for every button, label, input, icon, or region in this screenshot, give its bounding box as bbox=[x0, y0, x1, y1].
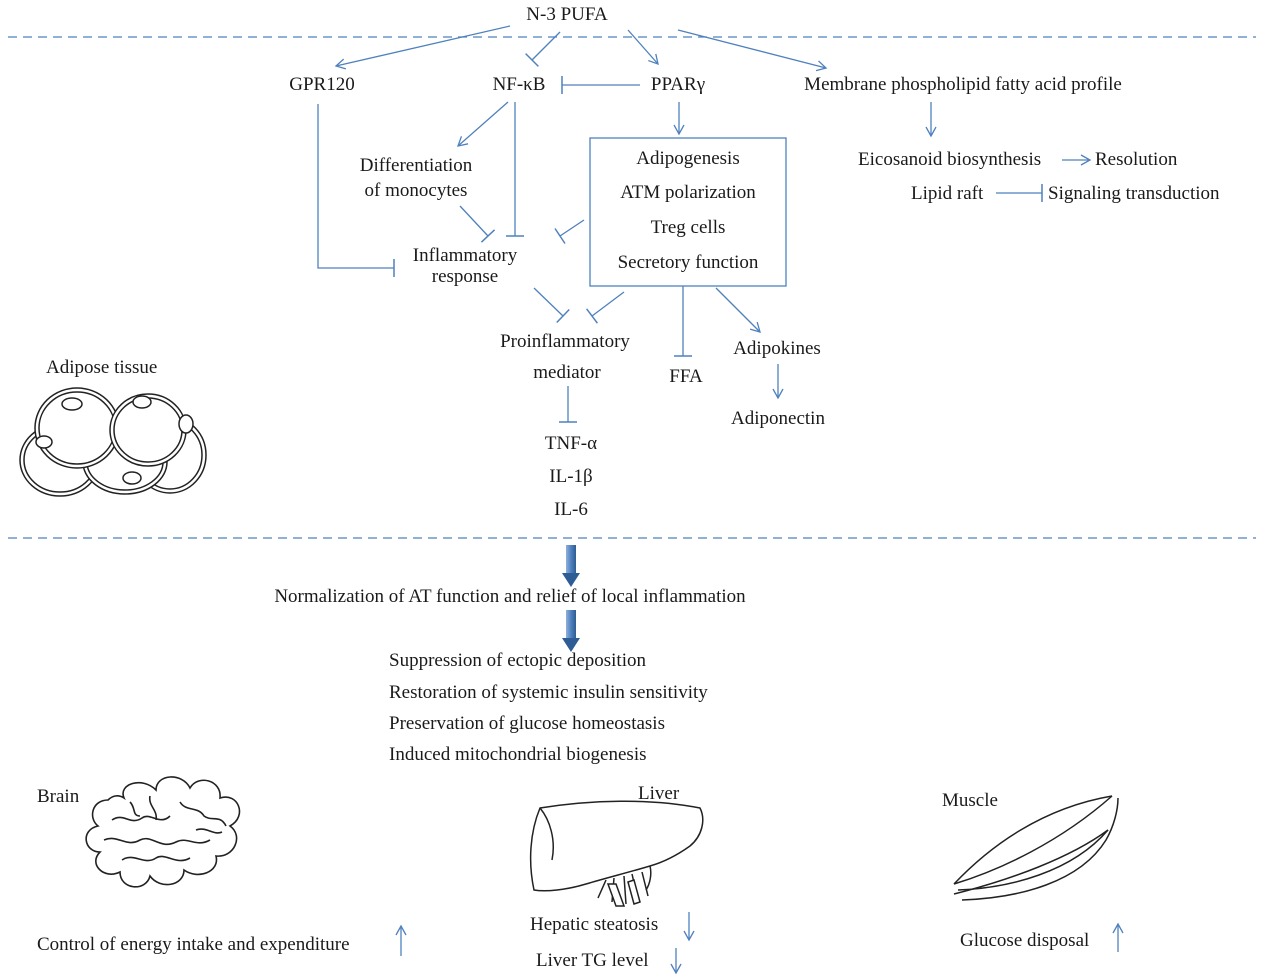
cytokine-il-6: IL-6 bbox=[554, 499, 588, 520]
ffa-label: FFA bbox=[669, 366, 703, 387]
brain-effect-label: Control of energy intake and expenditure bbox=[37, 934, 350, 955]
inhibit-inflammatory-to-proinflammatory bbox=[533, 287, 570, 323]
box-item-adipogenesis: Adipogenesis bbox=[636, 148, 740, 169]
inhibit-pufa-to-nfkb bbox=[525, 31, 561, 67]
arrow-pufa-to-gpr120 bbox=[334, 25, 511, 70]
arrow-box-to-adipokines bbox=[715, 287, 761, 333]
ppar-effects-box bbox=[589, 137, 787, 287]
big-arrow-to-effects bbox=[562, 610, 580, 652]
n3-pufa-label: N-3 PUFA bbox=[526, 4, 608, 25]
inhibit-box-to-inflammatory bbox=[554, 219, 585, 244]
gpr120-label: GPR120 bbox=[289, 74, 355, 95]
adiponectin-label: Adiponectin bbox=[731, 408, 825, 429]
muscle-label: Muscle bbox=[942, 790, 998, 811]
liver-drawing bbox=[529, 800, 704, 907]
membrane-label: Membrane phospholipid fatty acid profile bbox=[804, 74, 1122, 95]
effect-preservation: Preservation of glucose homeostasis bbox=[389, 713, 665, 734]
inhibit-gpr120-to-inflammatory bbox=[317, 104, 395, 277]
box-item-secretory-function: Secretory function bbox=[617, 252, 759, 273]
liver-tg-label: Liver TG level bbox=[536, 950, 649, 971]
inhibit-box-to-proinflammatory bbox=[586, 291, 625, 324]
glucose-disposal-label: Glucose disposal bbox=[960, 930, 1090, 951]
arrow-nfkb-to-differentiation bbox=[456, 101, 509, 147]
proinflammatory-label-line1: Proinflammatory bbox=[500, 331, 630, 352]
cytokine-il-1beta: IL-1β bbox=[549, 466, 593, 487]
adipose-tissue-label: Adipose tissue bbox=[46, 357, 158, 378]
ppar-label: PPARγ bbox=[650, 74, 706, 95]
inflammatory-label-line1: Inflammatory bbox=[412, 245, 518, 266]
effect-suppression: Suppression of ectopic deposition bbox=[389, 650, 646, 671]
hepatic-steatosis-label: Hepatic steatosis bbox=[530, 914, 659, 935]
effect-mitochondrial: Induced mitochondrial biogenesis bbox=[389, 744, 647, 765]
eicosanoid-label: Eicosanoid biosynthesis bbox=[858, 149, 1042, 170]
adipose-tissue-drawing bbox=[19, 387, 207, 497]
inhibit-differentiation-to-inflammatory bbox=[459, 205, 496, 243]
arrow-pufa-to-ppar bbox=[627, 29, 659, 66]
brain-label: Brain bbox=[37, 786, 80, 807]
resolution-label: Resolution bbox=[1095, 149, 1178, 170]
lipid-raft-label: Lipid raft bbox=[911, 183, 984, 204]
box-item-treg-cells: Treg cells bbox=[650, 217, 726, 238]
brain-drawing bbox=[85, 776, 241, 888]
nfkb-label: NF-κB bbox=[492, 74, 546, 95]
differentiation-label-line1: Differentiation bbox=[359, 155, 473, 176]
cytokine-tnf-alpha: TNF-α bbox=[544, 433, 598, 454]
box-item-atm-polarization: ATM polarization bbox=[620, 182, 756, 203]
differentiation-label-line2: of monocytes bbox=[364, 180, 468, 201]
muscle-drawing bbox=[953, 795, 1119, 901]
effect-restoration: Restoration of systemic insulin sensitiv… bbox=[389, 682, 708, 703]
inflammatory-label-line2: response bbox=[431, 266, 499, 287]
arrow-pufa-to-membrane bbox=[677, 29, 828, 72]
signaling-label: Signaling transduction bbox=[1048, 183, 1220, 204]
liver-label: Liver bbox=[638, 783, 680, 804]
normalization-label: Normalization of AT function and relief … bbox=[274, 586, 746, 607]
big-arrow-to-normalization bbox=[562, 545, 580, 587]
adipokines-label: Adipokines bbox=[733, 338, 821, 359]
proinflammatory-label-line2: mediator bbox=[533, 362, 601, 383]
